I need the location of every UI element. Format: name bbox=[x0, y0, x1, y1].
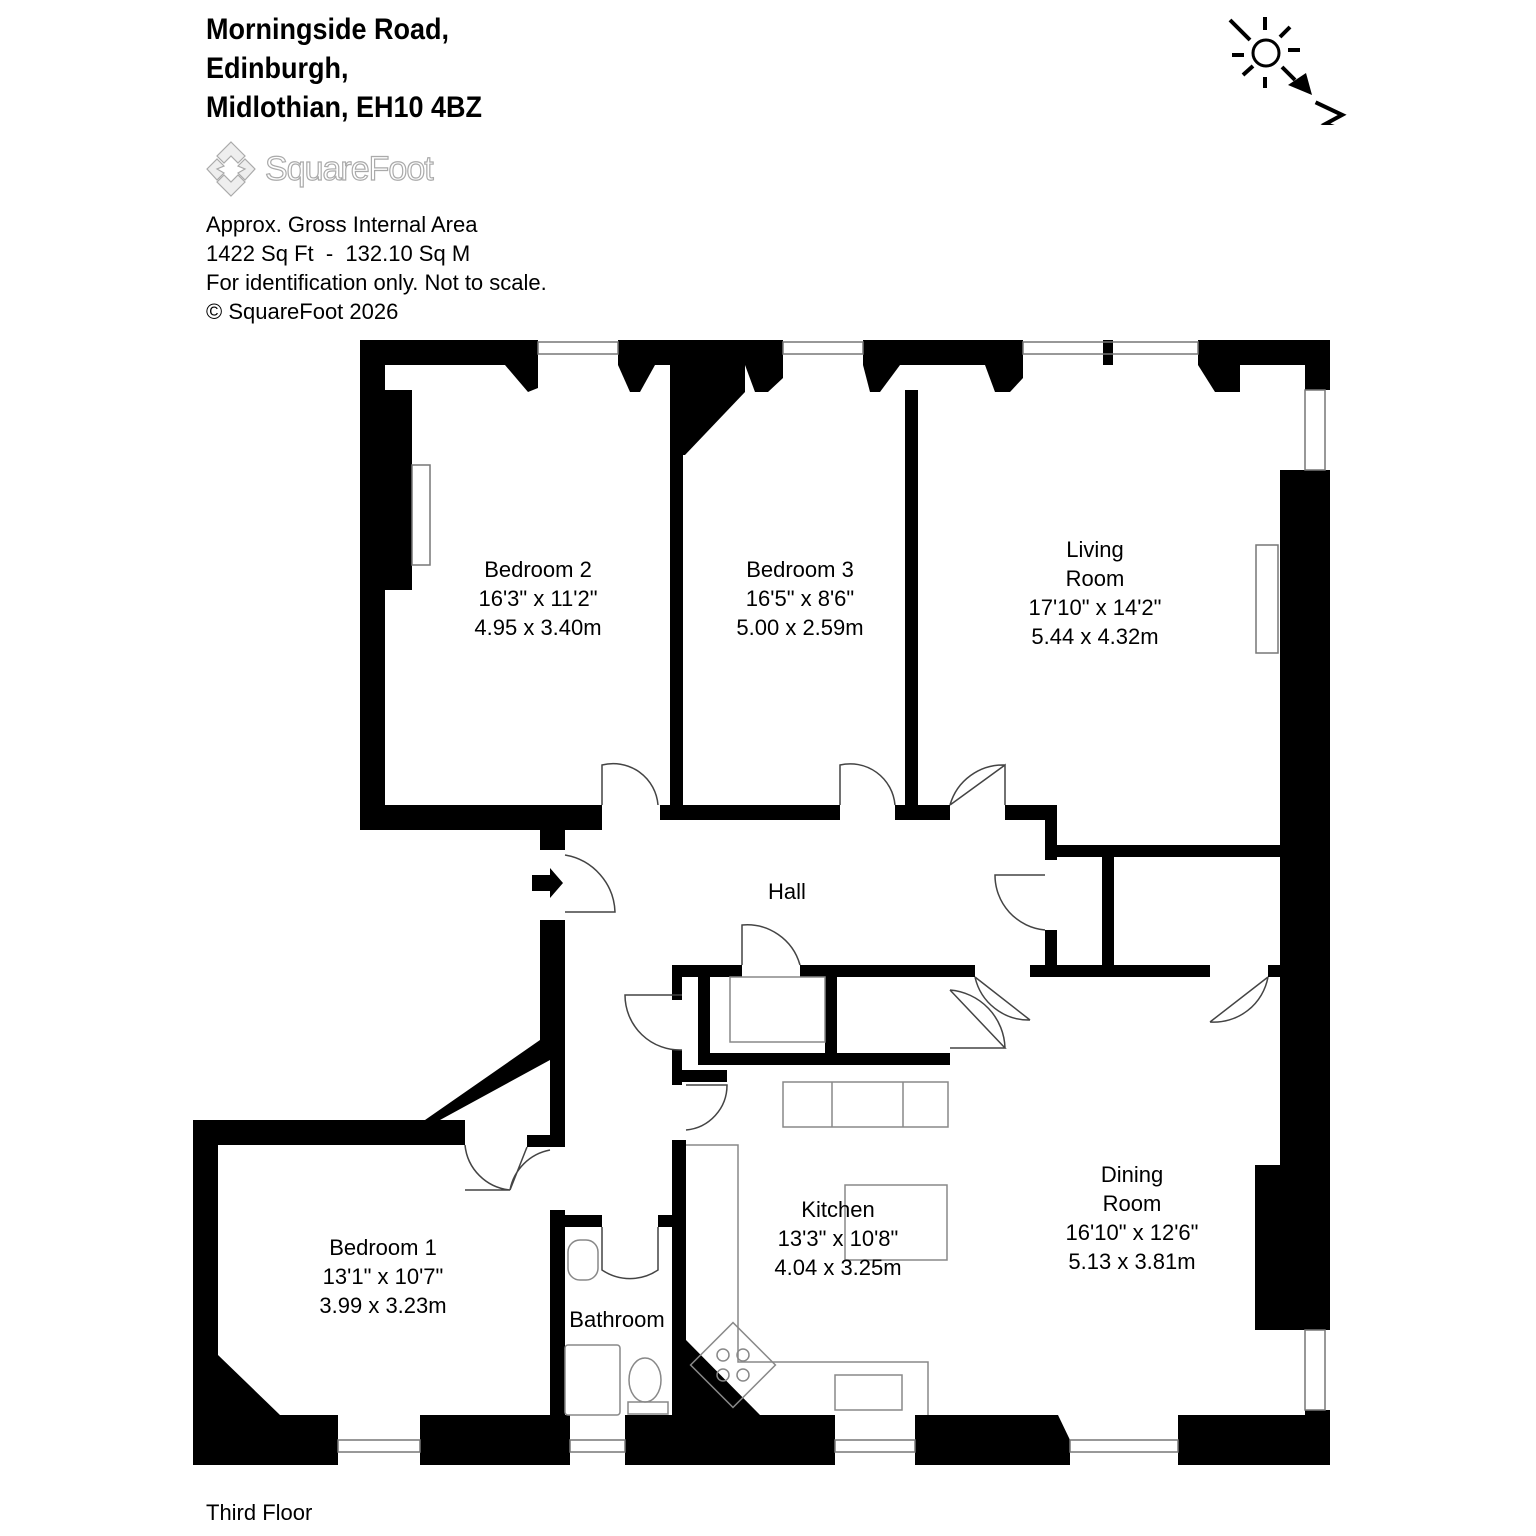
area-info: Approx. Gross Internal Area 1422 Sq Ft -… bbox=[206, 210, 547, 326]
floor-label: Third Floor bbox=[206, 1500, 313, 1525]
toilet-icon bbox=[628, 1357, 662, 1403]
room-size-imperial: 17'10" x 14'2" bbox=[1028, 595, 1162, 620]
walls bbox=[193, 340, 1330, 1465]
address-block: Morningside Road, Edinburgh, Midlothian,… bbox=[206, 10, 482, 127]
room-name: Bedroom 1 bbox=[329, 1235, 437, 1260]
room-size-imperial: 16'3" x 11'2" bbox=[478, 586, 598, 611]
room-living-room: Living Room 17'10" x 14'2" 5.44 x 4.32m bbox=[1029, 535, 1162, 651]
room-bedroom-1: Bedroom 1 13'1" x 10'7" 3.99 x 3.23m bbox=[319, 1233, 446, 1320]
room-size-imperial: 16'5" x 8'6" bbox=[745, 586, 855, 611]
room-name: Room bbox=[1102, 1191, 1162, 1216]
sink-icon bbox=[834, 1374, 903, 1411]
room-bathroom: Bathroom bbox=[569, 1305, 664, 1334]
room-name: Bathroom bbox=[569, 1307, 665, 1332]
room-bedroom-2: Bedroom 2 16'3" x 11'2" 4.95 x 3.40m bbox=[474, 555, 601, 642]
kitchen-island bbox=[844, 1184, 948, 1261]
bath-icon bbox=[564, 1344, 621, 1416]
room-size-metric: 4.95 x 3.40m bbox=[474, 615, 602, 640]
squarefoot-logo: SquareFoot bbox=[205, 140, 434, 198]
room-name: Dining bbox=[1100, 1162, 1164, 1187]
hob-icon bbox=[689, 1321, 777, 1409]
windows bbox=[337, 341, 1326, 1453]
logo-text: SquareFoot bbox=[264, 149, 434, 188]
logo-mark-icon bbox=[206, 141, 256, 197]
copyright: © SquareFoot 2026 bbox=[206, 299, 399, 324]
room-size-metric: 5.44 x 4.32m bbox=[1031, 624, 1159, 649]
kitchen-units bbox=[782, 1081, 949, 1128]
room-bedroom-3: Bedroom 3 16'5" x 8'6" 5.00 x 2.59m bbox=[736, 555, 863, 642]
area-title: Approx. Gross Internal Area bbox=[206, 212, 478, 237]
worktop bbox=[686, 1144, 929, 1415]
cupboard bbox=[729, 976, 826, 1043]
entrance-arrow-icon bbox=[532, 868, 563, 898]
room-size-metric: 5.13 x 3.81m bbox=[1068, 1249, 1196, 1274]
address-line-3: Midlothian, EH10 4BZ bbox=[206, 91, 483, 124]
room-name: Room bbox=[1065, 566, 1125, 591]
doors[interactable] bbox=[464, 762, 1269, 1280]
room-size-metric: 3.99 x 3.23m bbox=[319, 1293, 447, 1318]
fixtures bbox=[564, 976, 949, 1416]
room-name: Hall bbox=[768, 879, 806, 904]
disclaimer: For identification only. Not to scale. bbox=[206, 270, 547, 295]
address-line-2: Edinburgh, bbox=[206, 52, 349, 85]
room-name: Kitchen bbox=[801, 1197, 875, 1222]
area-value: 1422 Sq Ft - 132.10 Sq M bbox=[206, 241, 471, 266]
room-name: Bedroom 3 bbox=[746, 557, 854, 582]
room-size-metric: 4.04 x 3.25m bbox=[774, 1255, 902, 1280]
room-size-imperial: 13'1" x 10'7" bbox=[322, 1264, 444, 1289]
room-name: Bedroom 2 bbox=[484, 557, 592, 582]
room-hall: Hall bbox=[768, 877, 806, 906]
room-size-imperial: 16'10" x 12'6" bbox=[1065, 1220, 1199, 1245]
address-line-1: Morningside Road, bbox=[206, 13, 449, 46]
sun-north-arrow-icon: N bbox=[1220, 5, 1360, 133]
room-kitchen: Kitchen 13'3" x 10'8" 4.04 x 3.25m bbox=[774, 1195, 901, 1282]
room-size-imperial: 13'3" x 10'8" bbox=[777, 1226, 899, 1251]
room-name: Living bbox=[1066, 537, 1124, 562]
room-dining-room: Dining Room 16'10" x 12'6" 5.13 x 3.81m bbox=[1066, 1160, 1199, 1276]
room-size-metric: 5.00 x 2.59m bbox=[736, 615, 864, 640]
basin-icon bbox=[567, 1239, 599, 1281]
